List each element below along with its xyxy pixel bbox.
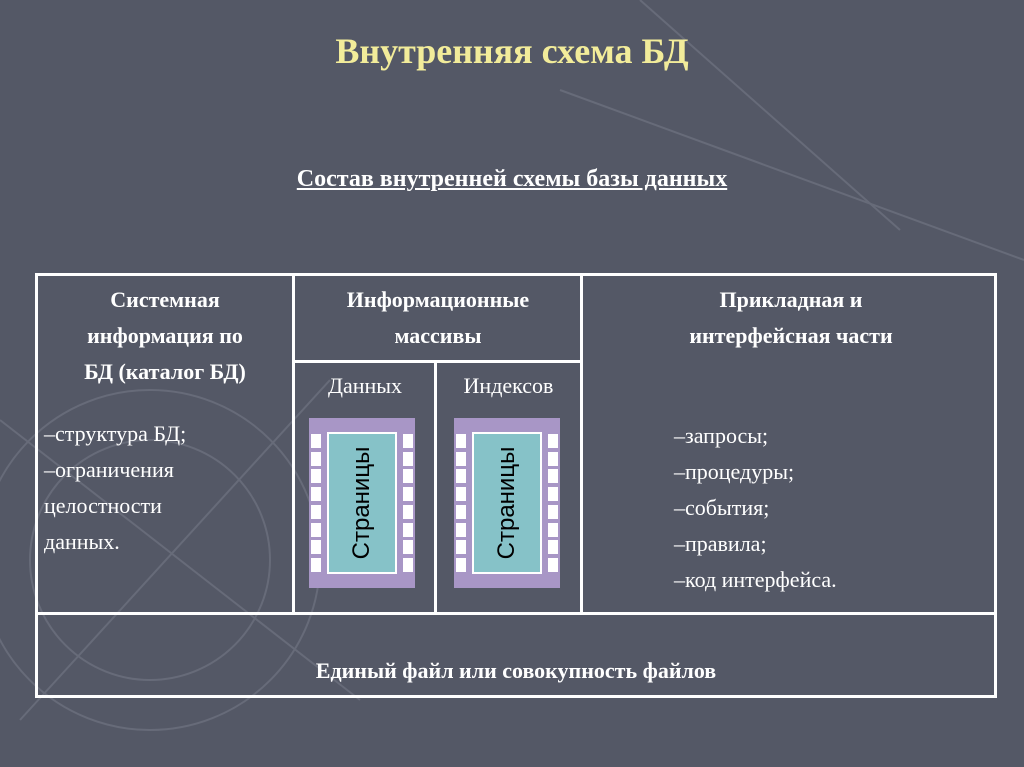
system-item: целостности xyxy=(44,493,162,518)
applied-item: –события; xyxy=(674,495,770,520)
applied-heading-line: интерфейсная части xyxy=(689,323,893,348)
system-item: –ограничения xyxy=(44,457,174,482)
data-label: Данных xyxy=(327,373,403,398)
data-pages-block: Страницы xyxy=(309,418,415,588)
system-item: данных. xyxy=(44,529,120,554)
applied-item: –процедуры; xyxy=(674,459,795,484)
index-label: Индексов xyxy=(463,373,554,398)
system-info-heading: Системная информация по БД (каталог БД) xyxy=(40,282,290,390)
applied-item: –запросы; xyxy=(674,423,769,448)
divider-data-index xyxy=(434,362,437,615)
divider-system xyxy=(292,273,295,615)
index-pages-block: Страницы xyxy=(454,418,560,588)
storage-files-label: Единый файл или совокупность файлов xyxy=(315,658,717,683)
slide-subtitle: Состав внутренней схемы базы данных xyxy=(296,166,728,192)
system-item: –структура БД; xyxy=(44,421,187,446)
divider-arrays-heading xyxy=(292,360,583,363)
applied-item: –код интерфейса. xyxy=(674,567,837,592)
index-pages-box: Страницы xyxy=(472,432,542,574)
slide-title: Внутренняя схема БД xyxy=(335,31,689,71)
arrays-heading: Информационные массивы xyxy=(296,282,580,354)
divider-arrays xyxy=(580,273,583,615)
data-pages-box: Страницы xyxy=(327,432,397,574)
schema-table xyxy=(35,273,997,698)
index-pages-label: Страницы xyxy=(493,446,520,560)
arrays-heading-line: массивы xyxy=(394,323,482,348)
system-heading-line: информация по xyxy=(87,323,243,348)
data-pages-label: Страницы xyxy=(348,446,375,560)
applied-heading-line: Прикладная и xyxy=(719,287,863,312)
system-info-list: –структура БД; –ограничения целостности … xyxy=(44,416,289,560)
applied-heading: Прикладная и интерфейсная части xyxy=(585,282,997,354)
applied-item: –правила; xyxy=(674,531,767,556)
system-heading-line: Системная xyxy=(110,287,220,312)
system-heading-line: БД (каталог БД) xyxy=(84,359,246,384)
applied-list: –запросы; –процедуры; –события; –правила… xyxy=(674,418,974,598)
arrays-heading-line: Информационные xyxy=(346,287,530,312)
divider-bottom-row xyxy=(35,612,997,615)
